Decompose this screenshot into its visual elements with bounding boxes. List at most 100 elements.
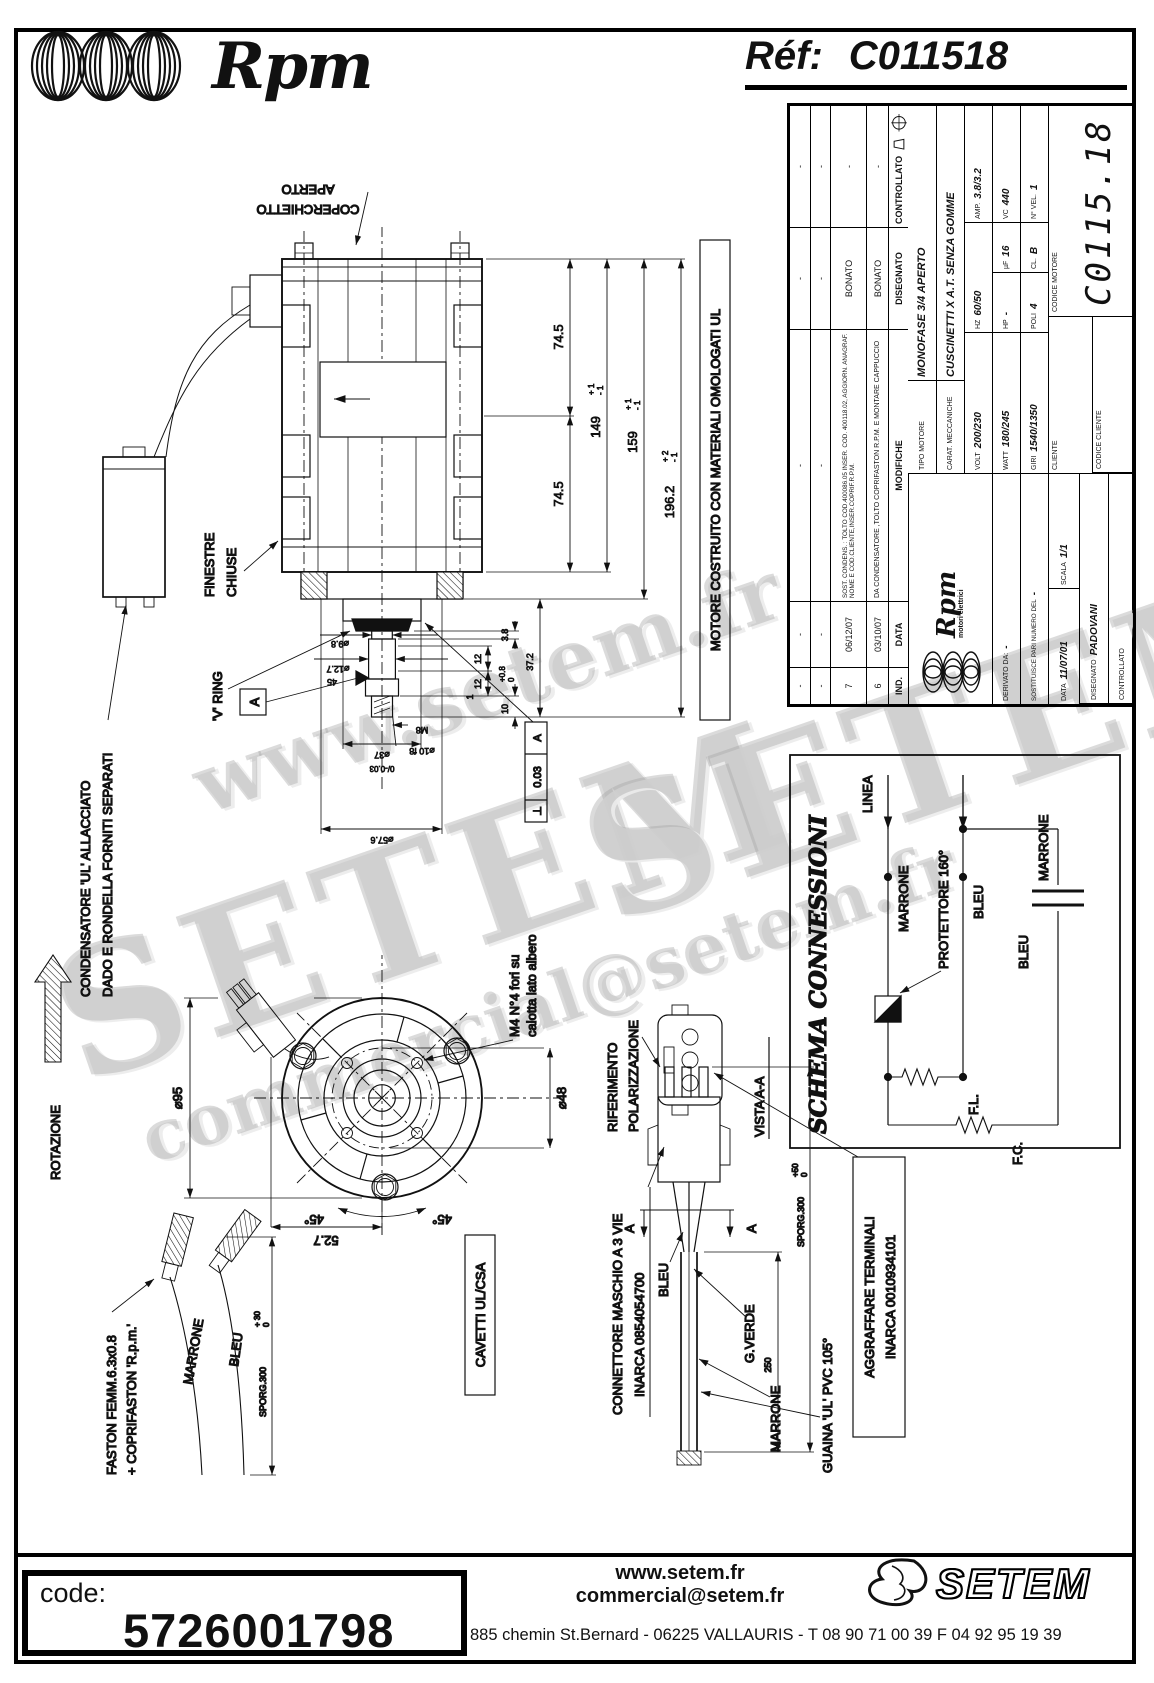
landscape-canvas: ⌀95 52.7 45° 45° ⌀48 bbox=[18, 100, 1136, 1556]
code-value: 5726001798 bbox=[123, 1604, 395, 1657]
dim-45: 45 bbox=[327, 677, 337, 687]
rev-ctr: - bbox=[811, 106, 830, 228]
label-motore-ul: MOTORE COSTRUITO CON MATERIALI OMOLOGATI… bbox=[708, 309, 723, 651]
tb-watt-label: WATT bbox=[1003, 450, 1010, 470]
rev-ctr: - bbox=[867, 106, 888, 228]
tb-disegnato-label: DISEGNATO bbox=[1090, 659, 1098, 700]
label-m4-line2: calotta lato albero bbox=[524, 934, 539, 1037]
label-finestre-2: CHIUSE bbox=[224, 548, 239, 597]
tb-scala-label: SCALA bbox=[1060, 562, 1068, 585]
capacitor-box bbox=[102, 446, 166, 608]
setem-wordmark: SETEM bbox=[935, 1559, 1091, 1608]
tb-amp-label: AMP. bbox=[975, 202, 982, 219]
tb-rpm-coils-icon bbox=[921, 651, 981, 693]
fcf-datum: A bbox=[532, 734, 544, 742]
dim-250: 250 bbox=[763, 1357, 773, 1372]
label-marrone: MARRONE bbox=[768, 1385, 783, 1452]
schema-connessioni: SCHEMA CONNESSIONI LINEA MARRONE BLEU bbox=[789, 754, 1121, 1166]
schema-title: SCHEMA CONNESSIONI bbox=[805, 814, 832, 1134]
polarization-reference: RIFERIMENTO POLARIZZAZIONE VISTA A-A bbox=[604, 1004, 770, 1139]
dim-52-7: 52.7 bbox=[313, 1233, 338, 1248]
tb-derivato-value: - bbox=[1001, 645, 1012, 649]
dim-sporg300-50-p: +50 bbox=[791, 1163, 800, 1177]
dim-10f8: ⌀10 f8 bbox=[409, 746, 434, 756]
dim-196-2: 196.2 bbox=[662, 486, 677, 519]
label-connettore-2: INARCA 0854054700 bbox=[632, 1273, 647, 1397]
technical-drawing: ⌀95 52.7 45° 45° ⌀48 bbox=[33, 181, 1121, 1476]
tb-sostituisce-label: SOSTITUISCE PARI NUMERO DEL bbox=[1031, 599, 1038, 701]
rev-ind: 7 bbox=[843, 683, 854, 689]
dim-sporg300-30-p: + 30 bbox=[253, 1311, 262, 1327]
rev-header-ctr: CONTROLLATO bbox=[893, 155, 904, 224]
tb-cl-label: CL. bbox=[1031, 258, 1038, 269]
tb-giri-value: 1540/1350 bbox=[1029, 404, 1040, 452]
tb-codice-cliente-label: CODICE CLIENTE bbox=[1092, 317, 1136, 473]
dim-57-6: ⌀57.6 bbox=[371, 835, 394, 845]
ul-statement-box: MOTORE COSTRUITO CON MATERIALI OMOLOGATI… bbox=[699, 239, 731, 721]
schema-fl: F.L. bbox=[966, 1094, 981, 1115]
rev-date: 03/10/07 bbox=[867, 602, 888, 668]
rev-date: 06/12/07 bbox=[831, 602, 866, 668]
dim-10-tol-m: 0 bbox=[507, 677, 516, 682]
sheet-border bbox=[14, 28, 1136, 1664]
tb-controllato-label: CONTROLLATO bbox=[1119, 648, 1126, 700]
dim-12a: 12 bbox=[473, 679, 483, 689]
rev-mod: - bbox=[790, 330, 810, 602]
tb-volt-label: VOLT bbox=[975, 452, 982, 470]
dim-37-tol: 0/-0.03 bbox=[369, 764, 394, 773]
tie-bolt bbox=[371, 1173, 399, 1201]
rev-dis: - bbox=[790, 228, 810, 330]
label-condensatore: CONDENSATORE 'UL' ALLACCIATO bbox=[78, 781, 93, 997]
tb-sostituisce-value: - bbox=[1029, 591, 1040, 596]
label-gverde: G.VERDE bbox=[742, 1304, 757, 1363]
cavetti-box: CAVETTI UL/CSA bbox=[464, 1234, 496, 1396]
dim-sporg300-50-m: 0 bbox=[800, 1172, 809, 1177]
label-faston-1: FASTON FEMM.6.3x0.8 bbox=[104, 1335, 119, 1475]
tb-nvel-label: N° VEL. bbox=[1031, 194, 1038, 219]
rev-dis: - bbox=[811, 228, 830, 330]
setem-swoosh-icon bbox=[868, 1558, 928, 1607]
hex-bolt-head bbox=[450, 242, 470, 260]
rev-date: - bbox=[811, 602, 830, 668]
label-connettore-1: CONNETTORE MASCHIO A 3 VIE bbox=[610, 1213, 625, 1415]
rev-dis: BONATO bbox=[831, 228, 866, 330]
footer-email: commercial@setem.fr bbox=[575, 1585, 785, 1607]
dim-37: ⌀37 bbox=[374, 750, 389, 760]
rev-ind: 6 bbox=[872, 683, 883, 689]
schema-marrone: MARRONE bbox=[896, 865, 911, 932]
side-view: CONDENSATORE 'UL' ALLACCIATO DADO E ROND… bbox=[77, 181, 548, 998]
tb-poli-label: POLI bbox=[1031, 313, 1038, 329]
tb-watt-value: 180/245 bbox=[1001, 410, 1012, 447]
tb-rpm-wordmark: Rpm bbox=[932, 570, 962, 638]
tb-vc-label: VC bbox=[1003, 209, 1010, 219]
perpendicularity-frame: ⊥ 0.03 A bbox=[424, 622, 548, 823]
tb-codice-motore-label: CODICE MOTORE bbox=[1052, 252, 1059, 312]
label-faston-marrone: MARRONE bbox=[180, 1317, 206, 1385]
rev-ctr: - bbox=[790, 106, 810, 228]
label-faston-2: + COPRIFASTON 'R.p.m.' bbox=[124, 1324, 139, 1475]
section-a-bottom: A bbox=[744, 1224, 759, 1233]
tb-cliente-label: CLIENTE bbox=[1052, 440, 1059, 470]
rev-header-data: DATA bbox=[889, 602, 908, 668]
tb-uf-value: 16 bbox=[1001, 245, 1012, 257]
rpm-coils-icon bbox=[30, 30, 182, 102]
dim-149-m: - 1 bbox=[596, 385, 605, 395]
nameplate bbox=[319, 361, 447, 438]
tb-hz-value: 60/50 bbox=[973, 290, 984, 316]
dim-sporg300-30: SPORG.300 bbox=[258, 1367, 268, 1417]
tb-codice-motore-value: C0115.18 bbox=[1079, 118, 1119, 306]
drawing-area: ⌀95 52.7 45° 45° ⌀48 bbox=[18, 100, 1136, 1556]
dim-sporg300-30-m: 0 bbox=[262, 1322, 271, 1327]
rev-date: - bbox=[790, 602, 810, 668]
tb-carat-value: CUSCINETTI X A.T. SENZA GOMME bbox=[937, 106, 964, 381]
label-v-ring: 'V' RING bbox=[210, 671, 225, 721]
v-ring-seal bbox=[351, 618, 413, 632]
label-rotazione: ROTAZIONE bbox=[48, 1105, 63, 1180]
code-label: code: bbox=[40, 1578, 107, 1608]
dim-149: 149 bbox=[588, 416, 603, 438]
tb-vc-value: 440 bbox=[1001, 188, 1012, 206]
tb-cl-value: B bbox=[1029, 246, 1040, 255]
label-vista-aa: VISTA A-A bbox=[752, 1076, 767, 1137]
rev-header-ind: IND. bbox=[893, 677, 904, 695]
